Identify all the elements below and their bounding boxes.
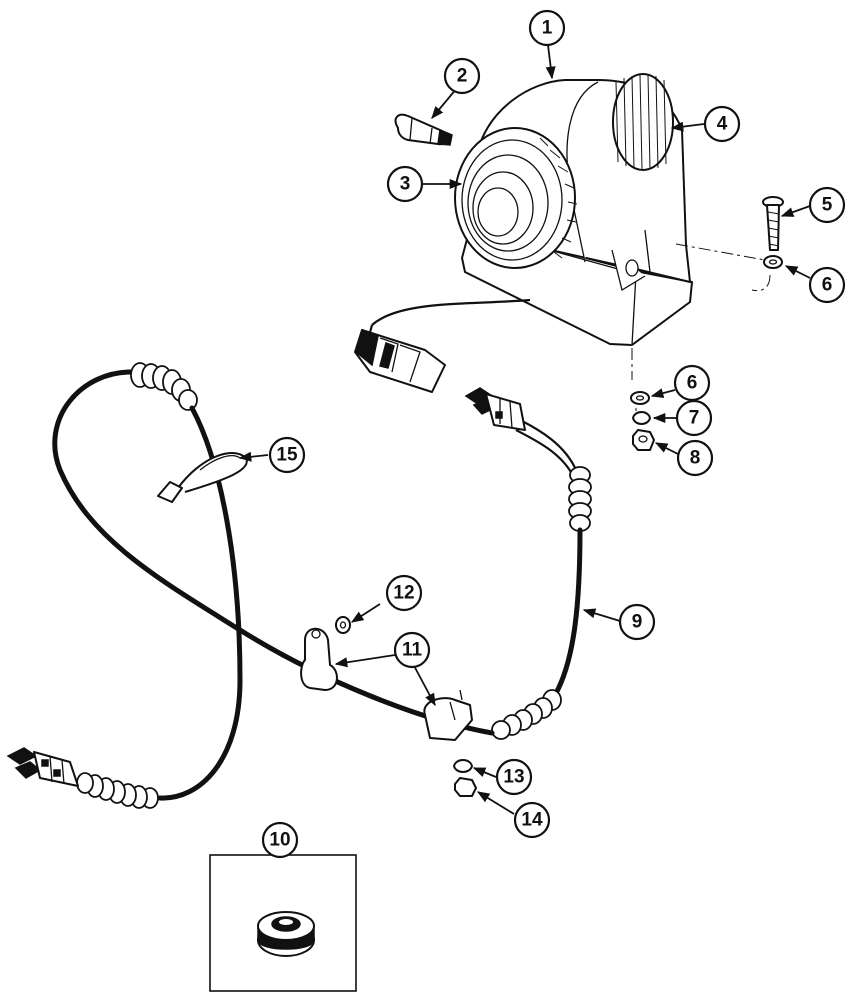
callout-3: 3 xyxy=(386,165,424,203)
svg-text:7: 7 xyxy=(689,408,700,429)
callout-15: 15 xyxy=(268,436,306,474)
svg-text:15: 15 xyxy=(276,445,298,466)
svg-text:11: 11 xyxy=(402,640,423,661)
svg-text:13: 13 xyxy=(503,767,524,788)
svg-text:6: 6 xyxy=(822,275,833,296)
svg-text:10: 10 xyxy=(269,830,290,851)
clip-upper xyxy=(300,627,338,691)
callout-1: 1 xyxy=(528,9,566,47)
lock-washer xyxy=(632,411,651,425)
svg-text:3: 3 xyxy=(400,174,411,195)
callout-4: 4 xyxy=(703,105,741,143)
callout-14: 14 xyxy=(513,801,551,839)
nut-14 xyxy=(454,777,477,797)
callout-9: 9 xyxy=(618,603,656,641)
washer-mid-hole xyxy=(635,395,645,401)
harness xyxy=(52,362,592,809)
callout-5: 5 xyxy=(808,186,846,224)
housing-connector xyxy=(354,329,446,393)
coil-right-lower xyxy=(491,689,562,740)
front-lens xyxy=(454,127,578,269)
svg-text:5: 5 xyxy=(822,195,833,216)
washer-top-hole xyxy=(768,259,778,265)
svg-text:14: 14 xyxy=(521,810,543,831)
svg-text:1: 1 xyxy=(542,18,553,39)
coil-top xyxy=(130,362,198,411)
nut-hole xyxy=(638,435,648,443)
bulb xyxy=(394,113,453,146)
clip-lower xyxy=(423,689,473,741)
callout-6-top: 6 xyxy=(808,266,846,304)
lamp-housing xyxy=(366,73,693,346)
callout-11: 11 xyxy=(393,631,431,669)
callout-7: 7 xyxy=(675,399,713,437)
svg-text:9: 9 xyxy=(632,612,643,633)
svg-text:4: 4 xyxy=(717,114,728,135)
grommet-inset xyxy=(209,854,357,992)
callout-2: 2 xyxy=(443,57,481,95)
harness-connector-upper xyxy=(464,387,526,431)
washer-13 xyxy=(453,759,473,773)
centerline-bolt xyxy=(675,243,771,292)
svg-text:2: 2 xyxy=(457,66,468,87)
tie-strap xyxy=(157,452,248,503)
washer-12-hole xyxy=(339,621,347,629)
callout-13: 13 xyxy=(495,758,533,796)
coil-bottom-left xyxy=(76,772,159,809)
bolt xyxy=(762,196,784,251)
svg-text:12: 12 xyxy=(393,583,414,604)
rear-ring-ribs xyxy=(615,74,667,170)
svg-text:8: 8 xyxy=(690,448,701,469)
harness-connector-lower xyxy=(6,747,79,787)
coil-right-upper xyxy=(568,466,592,532)
callout-12: 12 xyxy=(385,574,423,612)
callout-6-mid: 6 xyxy=(673,364,711,402)
leader-lines xyxy=(238,44,811,815)
callout-10: 10 xyxy=(261,821,299,859)
callout-8: 8 xyxy=(676,439,714,477)
svg-text:6: 6 xyxy=(687,373,698,394)
